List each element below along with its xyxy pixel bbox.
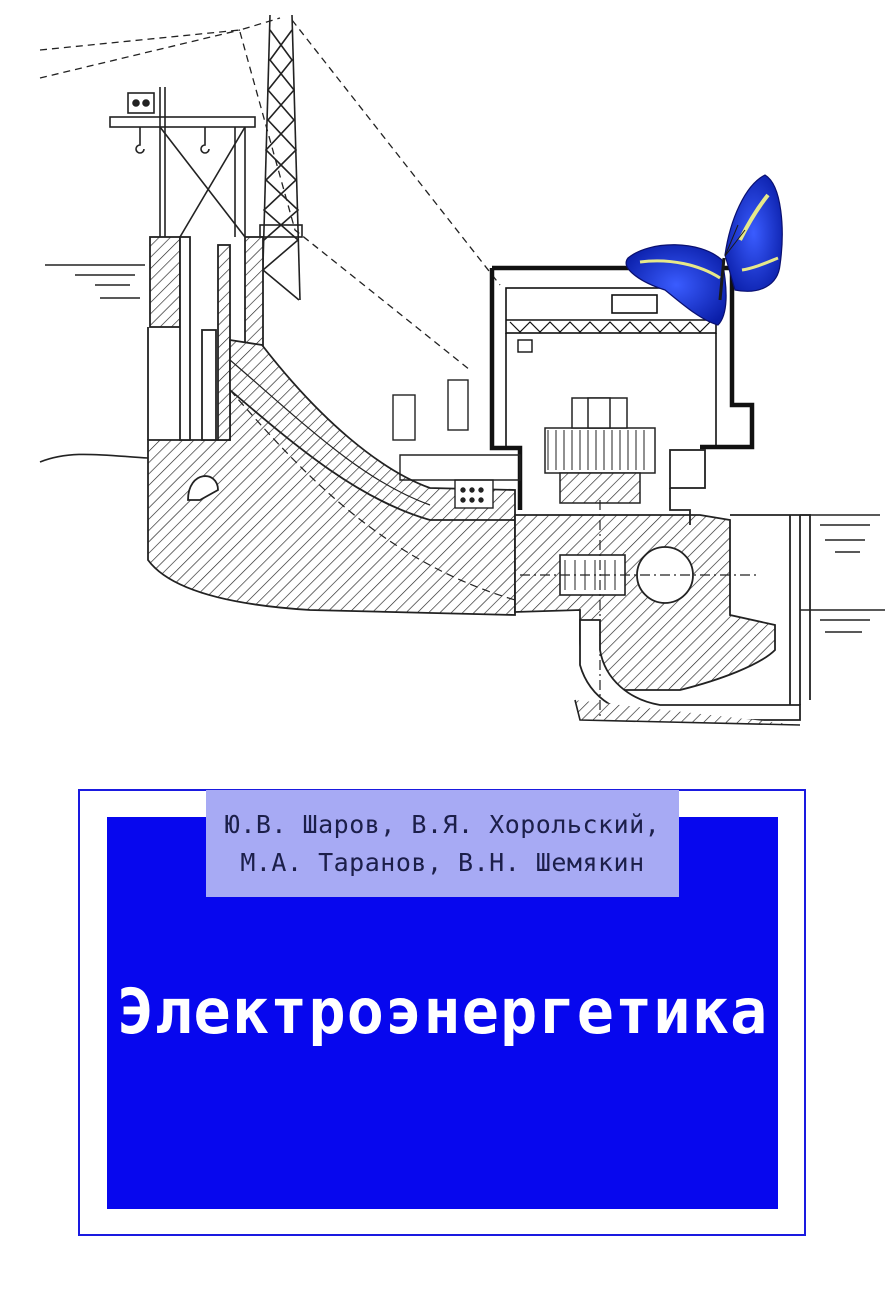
- butterfly-icon: [625, 174, 783, 326]
- switchgear: [392, 379, 521, 509]
- dam-gate-opening: [187, 475, 219, 501]
- spiral-casing: [514, 514, 776, 691]
- hydro-plant-cross-section: [39, 14, 885, 726]
- intake-structure: [147, 236, 264, 441]
- lattice-tower: [259, 14, 303, 301]
- draft-tube: [579, 619, 801, 721]
- penstock-inner: [229, 389, 516, 601]
- crane-cables: [39, 17, 501, 371]
- authors-line-2: М.А. Таранов, В.Н. Шемякин: [240, 847, 645, 877]
- authors-box: Ю.В. Шаров, В.Я. Хорольский, М.А. Тарано…: [206, 790, 679, 897]
- book-title: Электроэнергетика: [116, 975, 769, 1048]
- tailwater-lines: [800, 514, 885, 633]
- gantry-crane: [109, 87, 256, 238]
- authors-line-1: Ю.В. Шаров, В.Я. Хорольский,: [224, 809, 661, 839]
- headwater-lines: [45, 264, 145, 299]
- ground-line: [39, 453, 149, 463]
- generator: [544, 397, 656, 504]
- tailrace-pier: [669, 449, 811, 705]
